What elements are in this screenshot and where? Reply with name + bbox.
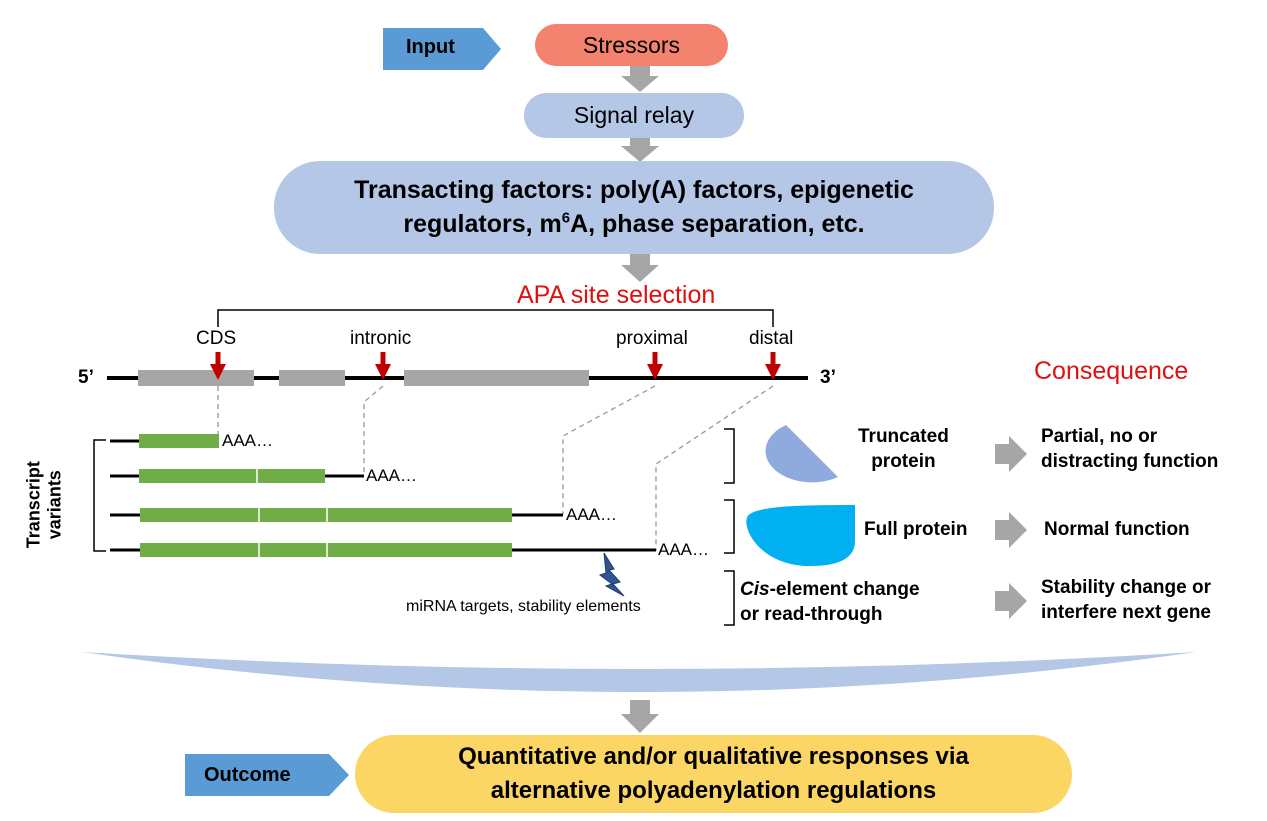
outcome-tag-shape	[185, 754, 349, 796]
transcript-1-cds	[139, 434, 219, 448]
transcript-2-cds	[139, 469, 325, 483]
input-tag-shape	[383, 28, 501, 70]
polya-tail-4: AAA…	[658, 540, 710, 559]
site-arrow-proximal	[647, 352, 663, 380]
polya-tail-1: AAA…	[222, 431, 274, 450]
transacting-factors-box: Transacting factors: poly(A) factors, ep…	[274, 161, 994, 254]
three-prime-label: 3’	[820, 367, 836, 388]
cause-truncated: Truncated protein	[858, 426, 949, 472]
curved-banner	[82, 652, 1196, 692]
dash-proximal	[562, 385, 656, 514]
transcript-3-cds	[140, 508, 512, 522]
full-protein-shape	[746, 505, 855, 566]
flow-arrow-3	[621, 254, 659, 282]
mirna-label: miRNA targets, stability elements	[406, 598, 641, 615]
input-label: Input	[406, 35, 455, 58]
consequence-title: Consequence	[1034, 357, 1189, 385]
outcome-tag: Outcome	[204, 762, 291, 788]
transcript-bracket	[93, 439, 106, 552]
stressors-label: Stressors	[582, 31, 681, 58]
site-arrow-distal	[765, 352, 781, 380]
site-label-proximal: proximal	[616, 328, 688, 349]
stressors-box: Stressors	[535, 24, 728, 66]
transacting-line-1: Transacting factors: poly(A) factors, ep…	[354, 175, 914, 204]
transacting-line-2: regulators, m6A, phase separation, etc.	[403, 209, 865, 238]
cause-full: Full protein	[864, 519, 968, 540]
site-arrow-intronic	[375, 352, 391, 380]
effect-full: Normal function	[1044, 519, 1190, 540]
polya-tail-3: AAA…	[566, 505, 618, 524]
bracket-cis	[724, 570, 735, 626]
consequence-arrow-1	[995, 436, 1027, 472]
cause-cis: Cis-element change or read-through	[740, 579, 920, 625]
effect-truncated: Partial, no or distracting function	[1041, 426, 1219, 472]
outcome-line-2: alternative polyadenylation regulations	[490, 777, 937, 804]
flow-arrow-1	[621, 66, 659, 92]
signal-relay-label: Signal relay	[573, 102, 695, 128]
flow-arrow-2	[621, 138, 659, 162]
dash-distal	[655, 385, 774, 551]
mirna-lightning-icon	[598, 552, 625, 597]
flow-arrow-4	[621, 700, 659, 733]
apa-bracket	[217, 309, 774, 327]
site-label-cds: CDS	[196, 328, 237, 349]
exon-3	[404, 370, 589, 386]
apa-title: APA site selection	[517, 281, 716, 309]
outcome-line-1: Quantitative and/or qualitative response…	[458, 743, 969, 771]
consequence-arrow-2	[995, 512, 1027, 548]
outcome-label: Outcome	[204, 763, 291, 786]
dash-intronic	[363, 385, 384, 474]
bracket-full	[724, 499, 735, 554]
truncated-protein-shape	[765, 425, 838, 483]
effect-cis: Stability change or interfere next gene	[1041, 577, 1211, 623]
outcome-box: Quantitative and/or qualitative response…	[355, 735, 1072, 813]
signal-relay-box: Signal relay	[524, 93, 744, 138]
site-label-distal: distal	[749, 328, 794, 349]
exon-1	[138, 370, 254, 386]
consequence-arrow-3	[995, 583, 1027, 619]
polya-tail-2: AAA…	[366, 466, 418, 485]
site-label-intronic: intronic	[350, 328, 412, 349]
exon-2	[279, 370, 345, 386]
site-arrow-cds	[210, 352, 226, 380]
input-tag: Input	[406, 34, 455, 60]
transcript-variants-label: Transcript variants	[23, 461, 64, 549]
bracket-truncated	[724, 428, 735, 484]
transcript-4-cds	[140, 543, 512, 557]
five-prime-label: 5’	[78, 367, 94, 388]
